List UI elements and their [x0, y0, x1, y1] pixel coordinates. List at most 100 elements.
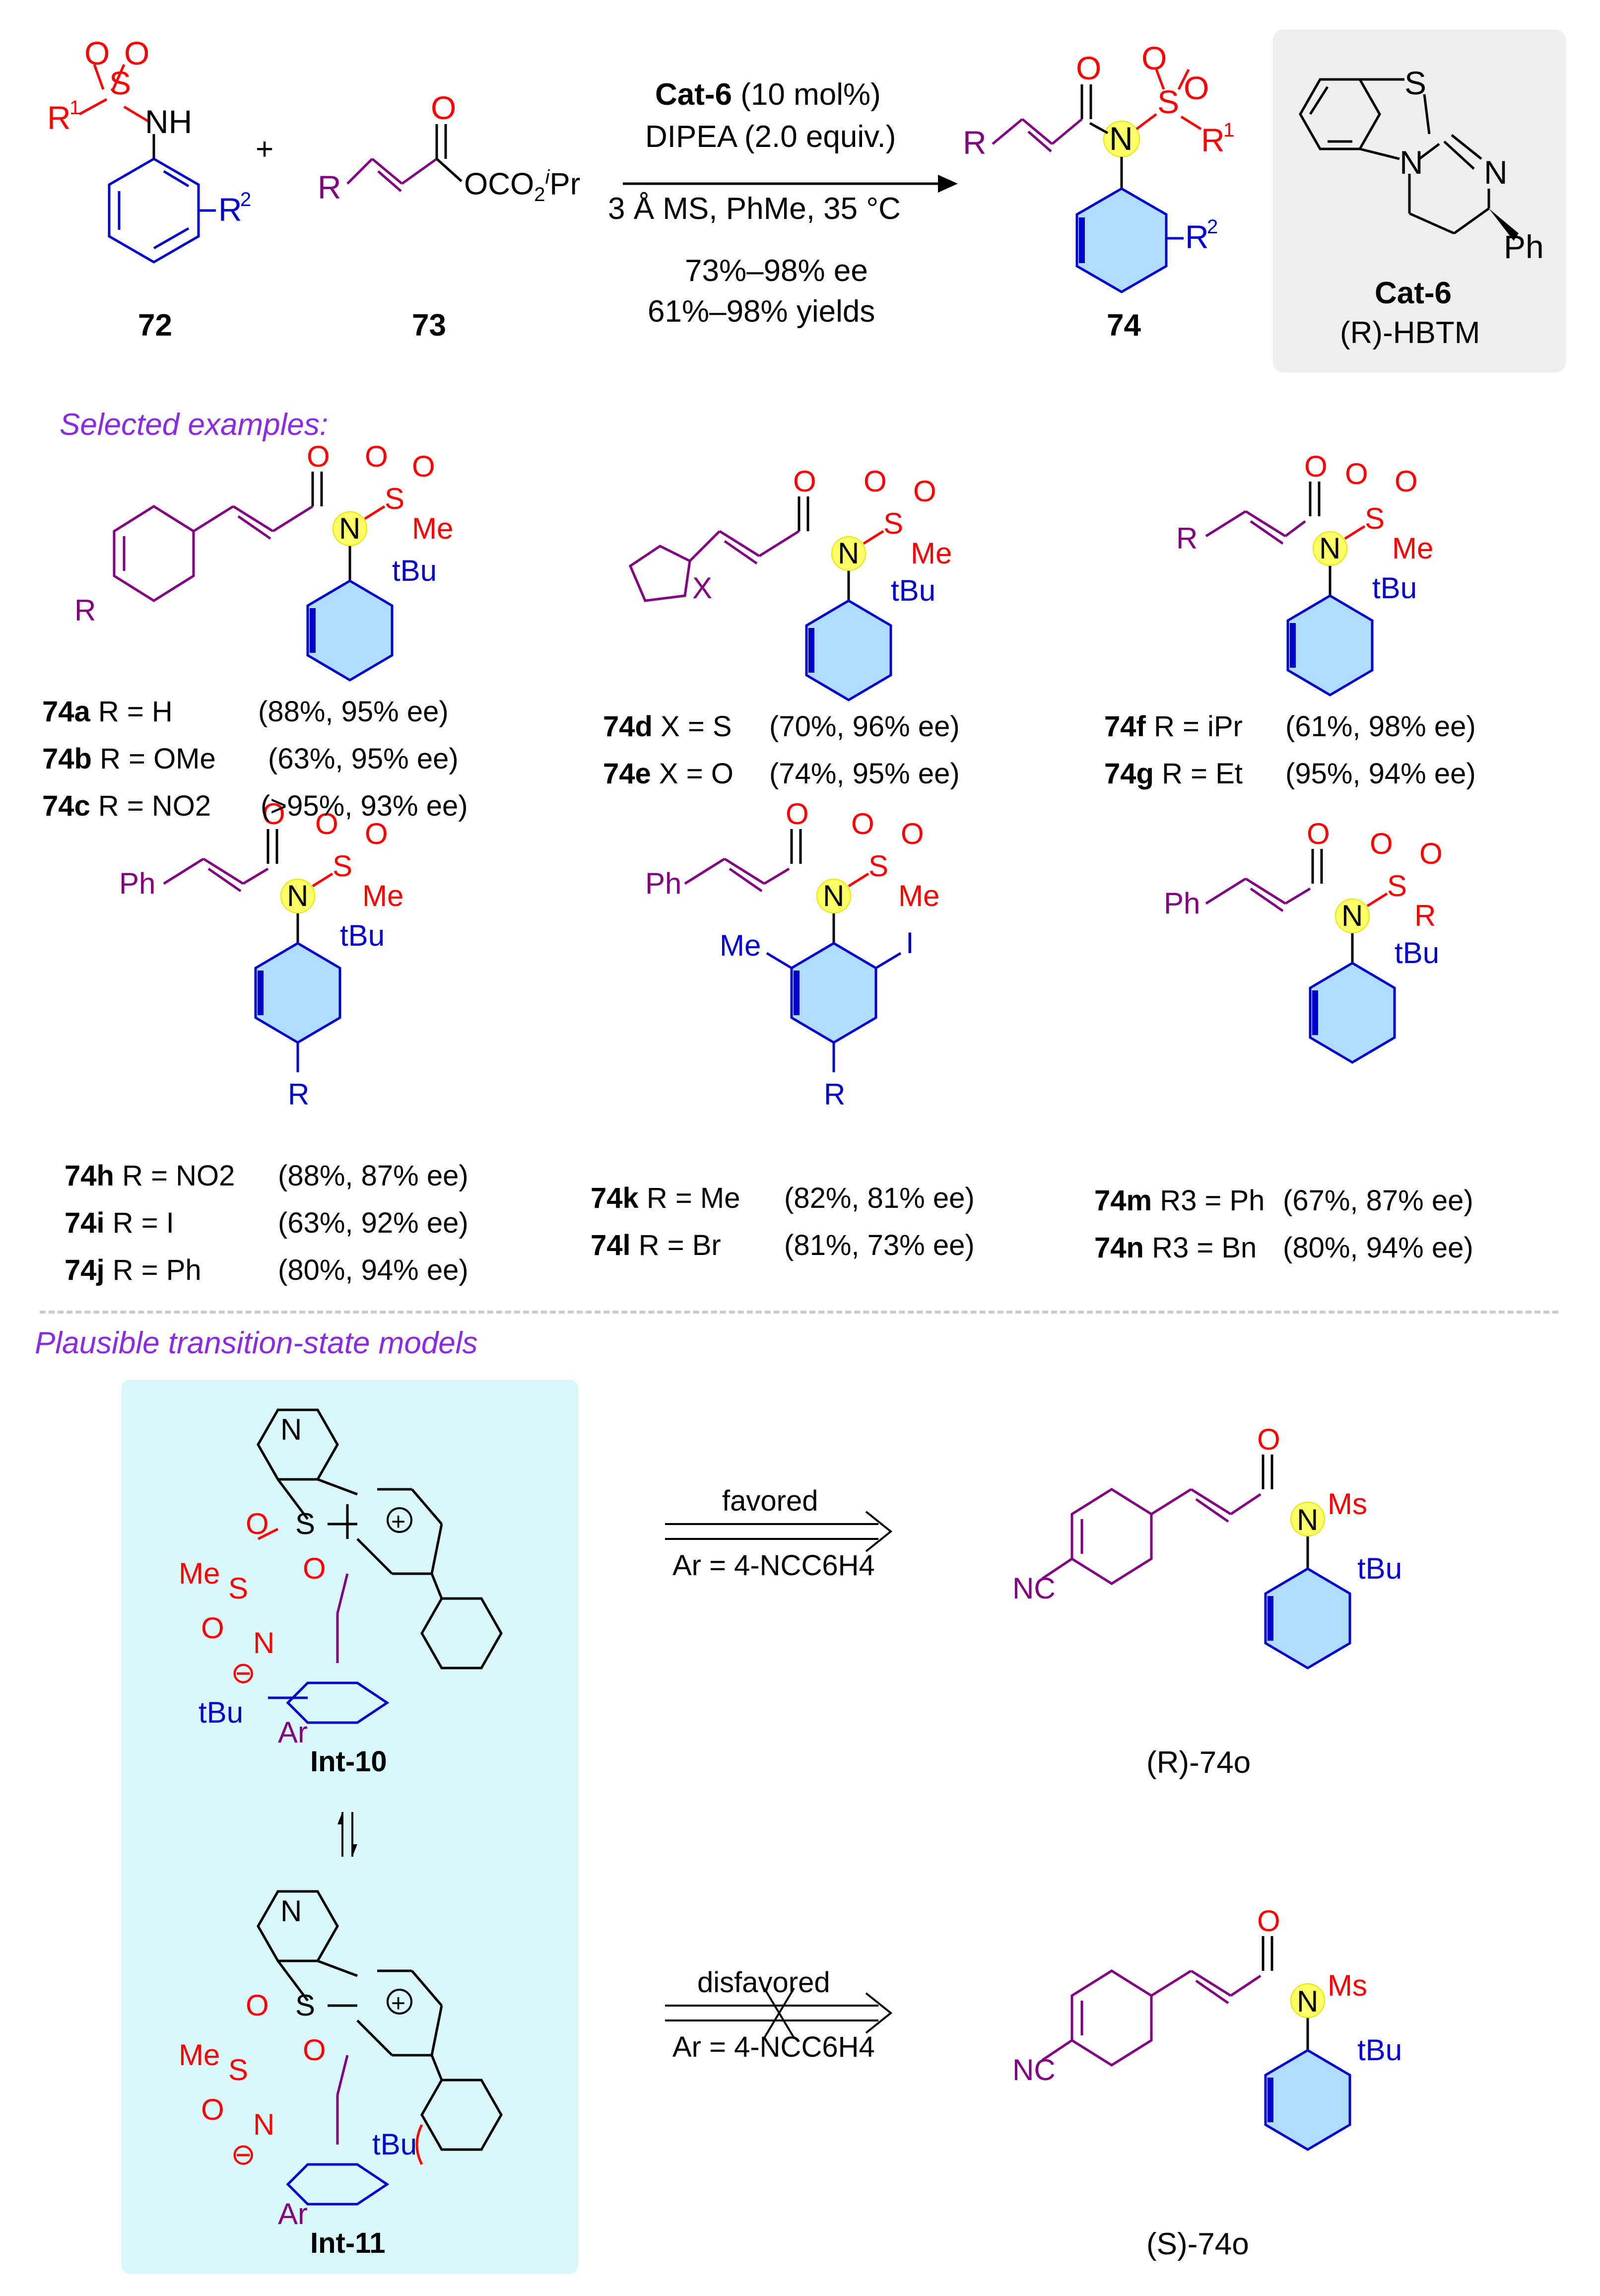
ts-models: N S + O Me S O N ⊖ O tBu Ar N S + O Me S…: [179, 1408, 1402, 2230]
svg-text:O: O: [246, 1507, 269, 1540]
ts-panel: [122, 1380, 578, 2274]
svg-text:⊖: ⊖: [231, 2138, 256, 2171]
svg-text:N: N: [1319, 532, 1340, 565]
example-id: 74i: [65, 1207, 105, 1239]
svg-text:tBu: tBu: [199, 1696, 243, 1729]
svg-text:R: R: [318, 169, 341, 206]
example-substituent: R = OMe: [100, 743, 216, 775]
example-substituent: R = Me: [646, 1182, 740, 1214]
svg-text:NC: NC: [1012, 2053, 1056, 2087]
svg-text:S: S: [295, 1989, 315, 2022]
example-id: 74n: [1094, 1232, 1144, 1264]
example-substituent: R = iPr: [1153, 710, 1243, 743]
example-substituent: X = O: [659, 758, 733, 790]
svg-text:N: N: [339, 512, 360, 545]
svg-text:I: I: [906, 926, 914, 960]
svg-text:O: O: [1395, 465, 1418, 498]
svg-text:⊖: ⊖: [231, 1656, 256, 1689]
example-substituent: R = Ph: [112, 1254, 201, 1286]
structure-74a: [113, 472, 394, 682]
example-74f-result: (61%, 98% ee): [1285, 710, 1476, 743]
svg-text:S: S: [883, 507, 903, 540]
svg-text:R: R: [47, 99, 71, 136]
svg-text:+: +: [391, 1508, 405, 1535]
reaction-scheme: S O O R 1 NH R 2 R O R O N S: [47, 30, 1566, 372]
reactant-72-label: 72: [138, 308, 172, 343]
example-id: 74h: [65, 1160, 114, 1192]
svg-text:tBu: tBu: [372, 2128, 417, 2161]
svg-text:O: O: [786, 797, 809, 831]
svg-text:N: N: [1341, 899, 1363, 932]
example-74c-result: (>95%, 93% ee): [261, 790, 468, 822]
example-id: 74a: [42, 696, 90, 728]
svg-text:tBu: tBu: [1357, 1552, 1402, 1585]
example-id: 74k: [591, 1182, 639, 1214]
svg-text:O: O: [1141, 40, 1167, 76]
svg-text:O: O: [315, 807, 338, 840]
structure-74h: [163, 829, 341, 1072]
catalyst-name: Cat-6: [1375, 276, 1452, 310]
svg-text:R: R: [824, 1078, 845, 1111]
svg-text:O: O: [307, 440, 330, 473]
example-74h: 74h R = NO2: [65, 1159, 235, 1192]
reactant-73-group: OCO2iPr: [464, 166, 581, 206]
svg-text:O: O: [1370, 827, 1393, 860]
example-substituent: R = Br: [638, 1229, 721, 1261]
svg-text:O: O: [851, 807, 874, 840]
condition-base: DIPEA (2.0 equiv.): [645, 120, 896, 154]
example-substituent: R = Et: [1162, 758, 1243, 790]
svg-text:O: O: [201, 1611, 224, 1645]
disfavored-label: disfavored: [697, 1966, 830, 1999]
svg-text:S: S: [868, 849, 888, 883]
svg-text:Ph: Ph: [119, 867, 155, 900]
example-74k: 74k R = Me: [591, 1182, 740, 1215]
example-id: 74d: [603, 710, 653, 743]
svg-text:O: O: [1307, 817, 1330, 850]
svg-text:tBu: tBu: [1357, 2033, 1402, 2067]
svg-text:S: S: [228, 2053, 248, 2087]
example-74i-result: (63%, 92% ee): [278, 1207, 468, 1239]
svg-text:O: O: [303, 1552, 326, 1585]
selected-examples-title: Selected examples:: [60, 408, 329, 442]
example-74g-result: (95%, 94% ee): [1285, 758, 1476, 790]
example-74b-result: (63%, 95% ee): [268, 743, 459, 775]
svg-text:Me: Me: [179, 1557, 220, 1590]
example-id: 74g: [1104, 758, 1154, 790]
svg-text:Ph: Ph: [645, 867, 681, 900]
int-11-structure: [257, 1890, 503, 2206]
example-74j: 74j R = Ph: [65, 1253, 201, 1287]
svg-text:Me: Me: [1392, 532, 1433, 565]
svg-text:S: S: [228, 1572, 248, 1605]
example-substituent: R3 = Ph: [1160, 1184, 1265, 1217]
catalyst-subtitle: (R)-HBTM: [1340, 316, 1480, 350]
int-10-structure: [257, 1408, 503, 1724]
example-substituent: R = NO2: [98, 790, 211, 822]
svg-text:S: S: [109, 65, 131, 101]
selected-examples-structures: [113, 472, 1396, 1072]
svg-text:Ph: Ph: [1164, 887, 1200, 920]
svg-text:1: 1: [1223, 119, 1234, 141]
product-R-74o-label: (R)-74o: [1146, 1745, 1251, 1780]
example-74n: 74n R3 = Bn: [1094, 1231, 1257, 1264]
svg-text:R: R: [1414, 899, 1436, 932]
svg-text:O: O: [1257, 1423, 1280, 1456]
svg-text:N: N: [287, 879, 308, 912]
svg-text:N: N: [1484, 154, 1508, 191]
svg-text:R: R: [963, 124, 987, 161]
svg-text:O: O: [1304, 450, 1328, 483]
favored-arrow: [665, 1511, 893, 1552]
svg-text:Me: Me: [362, 879, 403, 912]
svg-text:Ar: Ar: [278, 2197, 308, 2230]
svg-text:O: O: [1345, 457, 1368, 490]
example-74g: 74g R = Et: [1104, 757, 1243, 790]
example-id: 74e: [603, 758, 651, 790]
svg-text:N: N: [1400, 144, 1423, 181]
example-74e-result: (74%, 95% ee): [769, 758, 960, 790]
svg-text:O: O: [262, 797, 285, 831]
int-10-label: Int-10: [310, 1745, 387, 1778]
example-74k-result: (82%, 81% ee): [784, 1182, 975, 1214]
svg-text:O: O: [246, 1989, 269, 2022]
svg-text:O: O: [1184, 70, 1209, 106]
example-74h-result: (88%, 87% ee): [278, 1160, 468, 1192]
condition-catalyst: Cat-6 (10 mol%): [655, 77, 881, 112]
